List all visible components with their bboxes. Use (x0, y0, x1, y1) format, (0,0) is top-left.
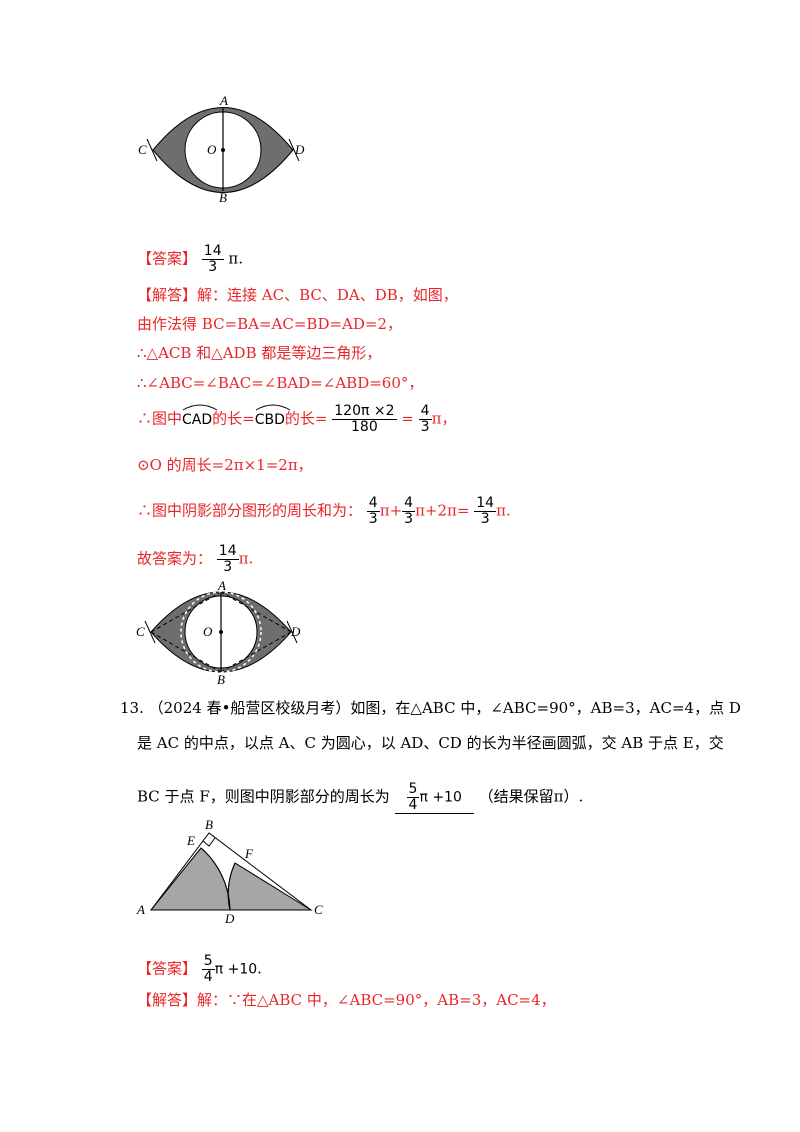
answer-tag: 【答案】 (137, 249, 198, 268)
arc-cad: CAD (182, 404, 218, 430)
label-A: A (136, 902, 145, 917)
figure-eye-shape-with-triangles: A B C D O (136, 580, 301, 687)
label-D: D (224, 911, 235, 925)
label-C: C (138, 142, 147, 157)
label-O: O (207, 142, 217, 157)
figure-right-triangle-arcs: B E F A D C (136, 817, 323, 925)
solution-12-line-2: 由作法得 BC=BA=AC=BD=AD=2， (137, 315, 403, 333)
solution-12-line-3: ∴△ACB 和△ADB 都是等边三角形， (137, 344, 382, 362)
problem-13-line-2: 是 AC 的中点，以点 A、C 为圆心，以 AD、CD 的长为半径画圆弧，交 A… (137, 734, 724, 752)
label-A: A (219, 95, 228, 108)
answer-fraction: 14 3 (201, 243, 224, 275)
label-F: F (244, 846, 254, 861)
label-O: O (203, 624, 213, 639)
label-B: B (217, 672, 225, 687)
label-E: E (186, 833, 195, 848)
label-B: B (219, 190, 227, 205)
label-A: A (217, 580, 226, 593)
label-C: C (314, 902, 323, 917)
fraction-four-thirds: 4 3 (418, 403, 432, 435)
label-D: D (294, 142, 305, 157)
problem-13-line-1: 13. （2024 春•船营区校级月考）如图，在△ABC 中，∠ABC=90°，… (120, 699, 741, 717)
solution-12-line-4: ∴∠ABC=∠BAC=∠BAD=∠ABD=60°， (137, 374, 424, 392)
fraction-arc-length: 120π ×2 180 (332, 403, 397, 435)
problem-number: 13. (120, 699, 144, 717)
label-C: C (136, 624, 145, 639)
solution-12-line-1: 【解答】解：连接 AC、BC、DA、DB，如图， (137, 286, 458, 304)
label-B: B (205, 817, 213, 832)
arc-cbd: CBD (255, 404, 290, 430)
solution-12-line-6: ⊙O 的周长=2π×1=2π， (137, 456, 313, 474)
answer-12: 【答案】 14 3 π. (137, 243, 244, 275)
label-D: D (290, 624, 301, 639)
solution-13-line-1: 【解答】解：∵在△ABC 中，∠ABC=90°，AB=3，AC=4， (137, 991, 556, 1009)
figure-eye-shape: A B C D O (138, 95, 305, 205)
